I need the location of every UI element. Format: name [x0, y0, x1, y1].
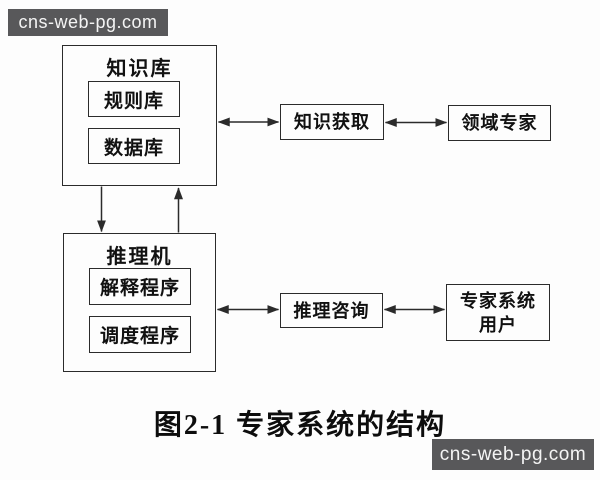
expert-system-user-line1: 专家系统	[460, 290, 536, 311]
inference-engine-label: 推理机	[106, 246, 173, 268]
database-box: 数据库	[88, 128, 180, 164]
knowledge-base-box: 知识库 规则库 数据库	[62, 45, 217, 186]
scheduler-box: 调度程序	[89, 316, 191, 353]
interpreter-box: 解释程序	[89, 268, 191, 305]
knowledge-acquisition-box: 知识获取	[280, 104, 384, 140]
rule-base-box: 规则库	[88, 81, 180, 117]
watermark-top-left: cns-web-pg.com	[8, 9, 168, 36]
watermark-bottom-right: cns-web-pg.com	[432, 439, 594, 470]
inference-engine-box: 推理机 解释程序 调度程序	[63, 233, 216, 372]
domain-expert-box: 领域专家	[448, 105, 551, 141]
expert-system-user-box: 专家系统 用户	[446, 284, 550, 341]
inference-consultation-box: 推理咨询	[280, 293, 383, 328]
knowledge-base-label: 知识库	[106, 58, 173, 80]
figure-caption: 图2-1 专家系统的结构	[153, 410, 447, 441]
expert-system-user-line2: 用户	[479, 314, 517, 335]
